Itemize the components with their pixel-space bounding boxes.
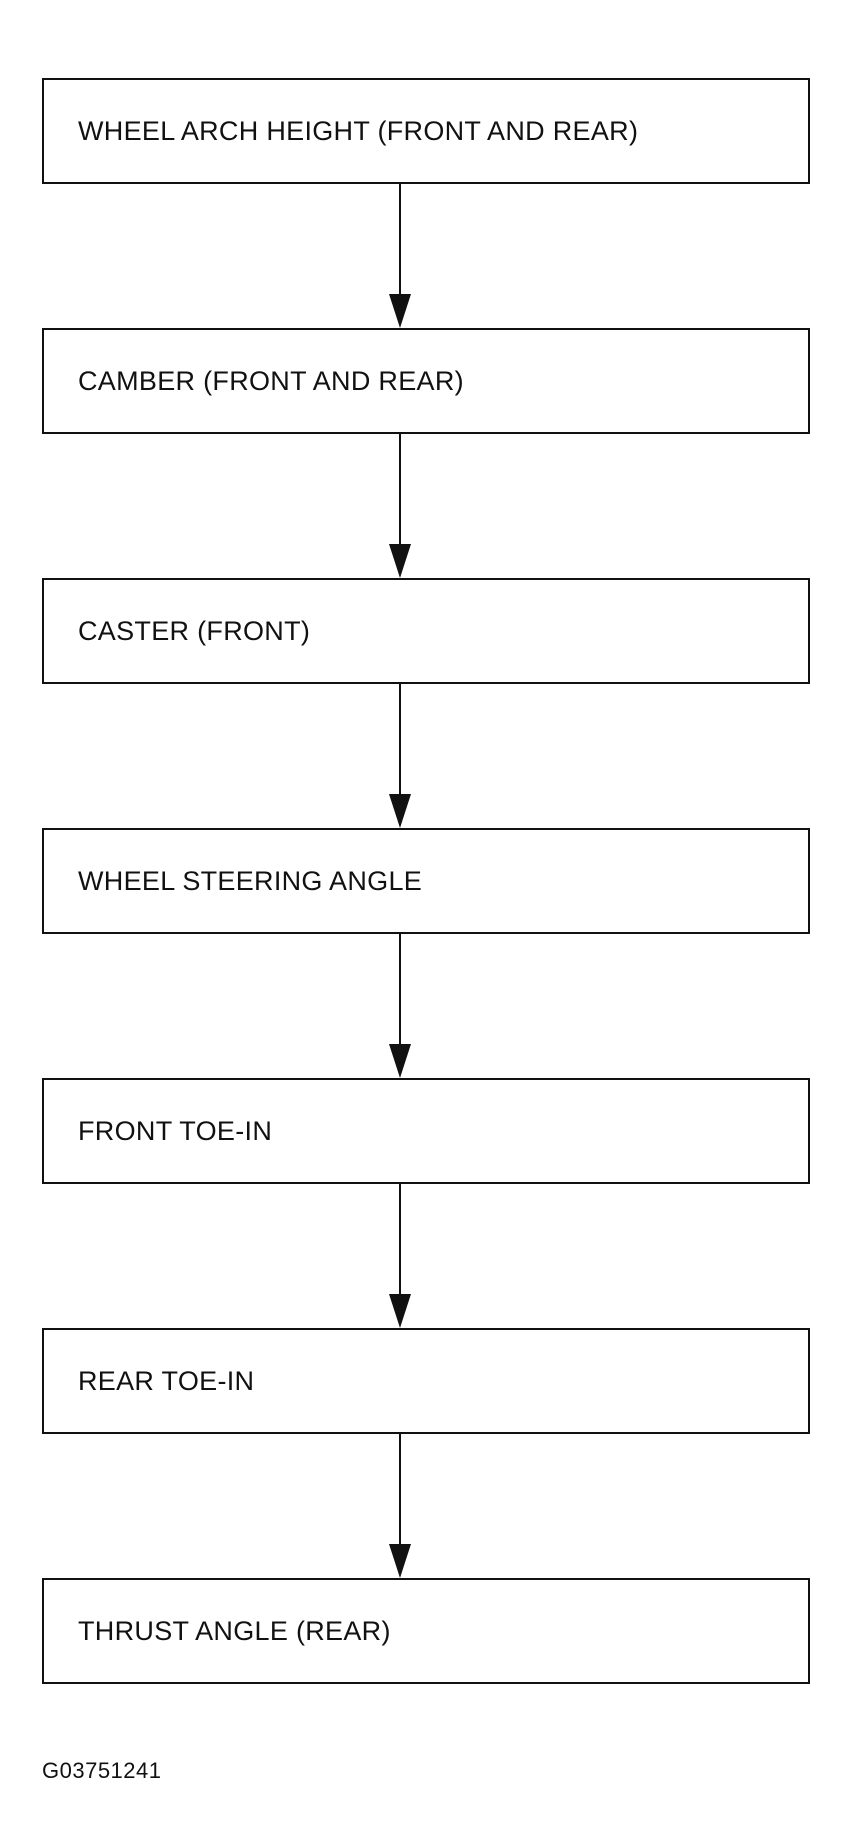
step-box-thrust-angle: THRUST ANGLE (REAR) — [42, 1578, 810, 1684]
figure-id: G03751241 — [42, 1758, 162, 1783]
arrow-head — [389, 1544, 411, 1578]
step-box-camber: CAMBER (FRONT AND REAR) — [42, 328, 810, 434]
step-box-wheel-arch-height: WHEEL ARCH HEIGHT (FRONT AND REAR) — [42, 78, 810, 184]
step-label: WHEEL STEERING ANGLE — [78, 865, 423, 896]
arrow-head — [389, 1294, 411, 1328]
step-box-caster: CASTER (FRONT) — [42, 578, 810, 684]
step-label: FRONT TOE-IN — [78, 1115, 273, 1146]
arrow-head — [389, 794, 411, 828]
step-box-rear-toe-in: REAR TOE-IN — [42, 1328, 810, 1434]
arrow-head — [389, 1044, 411, 1078]
step-label: CAMBER (FRONT AND REAR) — [78, 365, 464, 396]
arrow-head — [389, 294, 411, 328]
step-box-front-toe-in: FRONT TOE-IN — [42, 1078, 810, 1184]
step-label: REAR TOE-IN — [78, 1365, 255, 1396]
arrow-head — [389, 544, 411, 578]
step-label: THRUST ANGLE (REAR) — [78, 1615, 391, 1646]
step-box-wheel-steering-angle: WHEEL STEERING ANGLE — [42, 828, 810, 934]
step-label: WHEEL ARCH HEIGHT (FRONT AND REAR) — [78, 115, 639, 146]
step-label: CASTER (FRONT) — [78, 615, 311, 646]
